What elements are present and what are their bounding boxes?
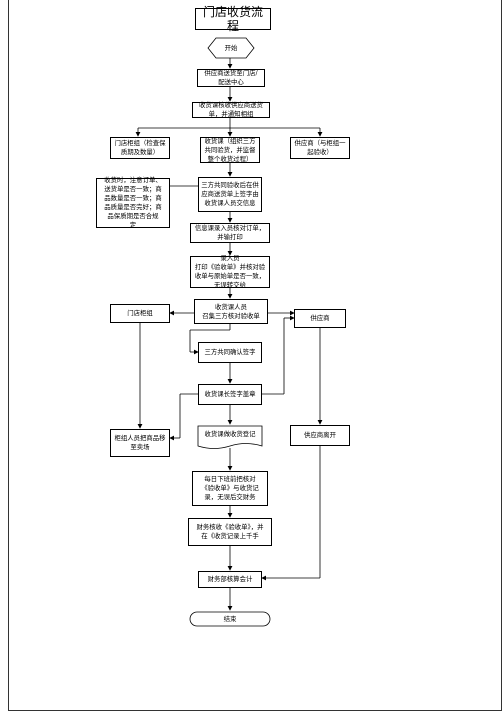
supplier-with-counter-node: 供应商（与柜组一 起验收） bbox=[290, 137, 350, 159]
end-node: 结束 bbox=[223, 614, 237, 623]
page-title: 门店收货流程 bbox=[195, 5, 271, 33]
finance-receive-node: 财务核收《验收单》，并 在《收货记录上千手 bbox=[188, 518, 272, 546]
register-document-shape bbox=[197, 425, 263, 449]
page-border bbox=[8, 0, 502, 711]
supplier2-node: 供应商 bbox=[294, 309, 346, 328]
receiving-clerk-node: 收货课人员 召集三方核对验收单 bbox=[194, 299, 268, 324]
end-terminator-shape bbox=[189, 611, 271, 627]
info-entry-node: 信息课录入员核对订单， 并输打印 bbox=[190, 223, 270, 243]
daily-check-node: 每日下班前把核对 《验收单》与收货记 录，无误后交财务 bbox=[192, 471, 268, 506]
start-node: 开始 bbox=[224, 43, 238, 52]
entry-print-node: 录入员 打印《验收单》并核对验 收单与原始单是否一致， 无误转交给 bbox=[190, 254, 270, 289]
supplier-leave-node: 供应商离开 bbox=[290, 425, 350, 446]
start-terminator-shape bbox=[207, 37, 255, 59]
check-items-note: 收货时，注意订单、 送货单是否一致；商 品数量是否一致；商 品质量是否完好；商 … bbox=[96, 176, 170, 229]
three-confirm-node: 三方共同确认签字 bbox=[198, 342, 262, 363]
store-counter-node: 门店柜组（检查保 质期及数量） bbox=[110, 137, 170, 159]
manager-sign-node: 收货课长签字盖章 bbox=[198, 384, 262, 405]
store-counter2-node: 门店柜组 bbox=[110, 304, 170, 323]
receiving-notify-node: 收货课核收供应商送货 单，并通知相组 bbox=[192, 101, 270, 118]
counter-move-node: 柜组人员把商品移 至卖场 bbox=[110, 429, 170, 457]
finance-accounting-node: 财务部核算会计 bbox=[198, 571, 262, 588]
supplier-deliver-node: 供应商送货至门店/ 配送中心 bbox=[197, 69, 265, 87]
receiving-staff-node: 收货课（组织三方 共同验货，并监督 整个收货过程） bbox=[200, 137, 260, 163]
receiving-register-node: 收货课做收货登记 bbox=[204, 430, 256, 438]
three-party-sign-node: 三方共同验收后在供 应商送货单上签字由 收货课人员交信息 bbox=[198, 177, 262, 212]
